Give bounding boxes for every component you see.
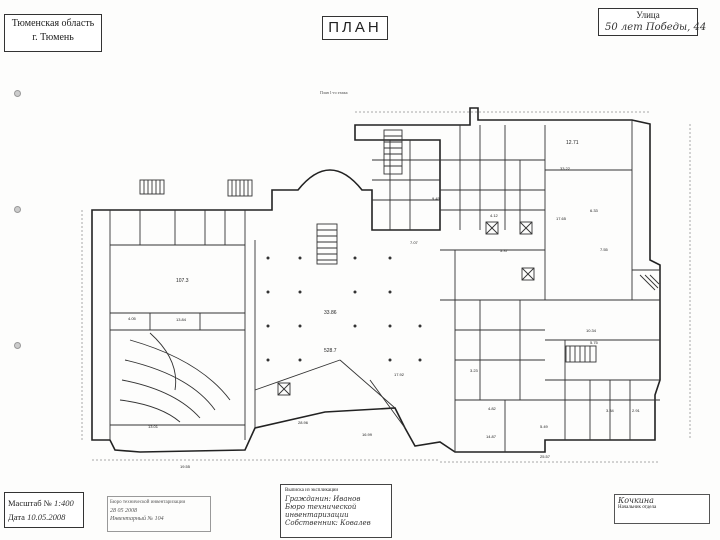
scale-label: Масштаб № [8,498,52,508]
room-label: 9.45 [432,196,440,201]
room-label: 6.33 [590,208,598,213]
approval-signature: Кочкина [618,496,654,505]
room-label: 28.96 [298,420,309,425]
document-title: ПЛАН [322,16,388,40]
room-label: 528.7 [324,348,337,354]
street-label: Улица [636,10,660,20]
room-label: 14.87 [486,434,497,439]
room-label: 10.34 [586,328,597,333]
room-label: 4.82 [488,406,496,411]
room-label: 3.23 [470,368,478,373]
room-label: 19.55 [180,464,191,469]
punch-hole [14,342,21,349]
date-label: Дата [8,512,25,522]
room-label: 33.22 [560,166,571,171]
room-label: 5.49 [540,424,548,429]
bti-stamp-date: 28 05 2008 [110,508,137,514]
room-label: 5.37 [500,248,508,253]
room-label: 13.84 [176,317,187,322]
scale-value: 1:400 [53,498,74,508]
bti-stamp-title: Бюро технической инвентаризации [110,500,186,505]
room-label: 7.07 [410,240,418,245]
street-value: 50 лет Победы, 44 [605,22,707,33]
extract-stamp-title: Выписка из экспликации [285,488,339,493]
extract-stamp: Выписка из экспликации Гражданин: Иванов… [280,484,392,538]
bti-stamp-inventory: Инвентарный № 104 [110,516,164,522]
room-label: 4.05 [128,316,136,321]
extract-stamp-line3: Собственник: Ковалев [285,519,371,527]
room-label: 17.65 [556,216,567,221]
region-stamp: Тюменская область г. Тюмень [4,14,102,52]
punch-hole [14,90,21,97]
plan-caption: План 1-го этажа [320,90,348,95]
room-label: 33.86 [324,310,337,316]
punch-hole [14,206,21,213]
bti-stamp: Бюро технической инвентаризации 28 05 20… [107,496,211,532]
room-label: 4.12 [490,213,498,218]
scale-date-stamp: Масштаб № 1:400 Дата 10.05.2008 [4,492,84,528]
street-stamp: Улица 50 лет Победы, 44 [598,8,706,36]
extract-stamp-line1: Гражданин: Иванов [285,495,361,503]
city-name: г. Тюмень [32,32,74,43]
room-label: 2.91 [632,408,640,413]
approval-title: Начальник отдела [618,505,657,510]
room-label: 7.55 [600,247,608,252]
room-label: 107.3 [176,278,189,284]
date-value: 10.05.2008 [27,512,66,522]
room-label: 16.99 [362,432,373,437]
room-label: 13.01 [148,424,159,429]
approval-stamp: Кочкина Начальник отдела [614,494,710,524]
region-name: Тюменская область [11,18,95,29]
room-label: 12.71 [566,140,579,146]
room-label: 25.57 [540,454,551,459]
room-label: 5.75 [590,340,598,345]
room-label: 17.92 [394,372,405,377]
room-label: 3.34 [606,408,614,413]
extract-stamp-line2: Бюро технической инвентаризации [285,503,357,519]
